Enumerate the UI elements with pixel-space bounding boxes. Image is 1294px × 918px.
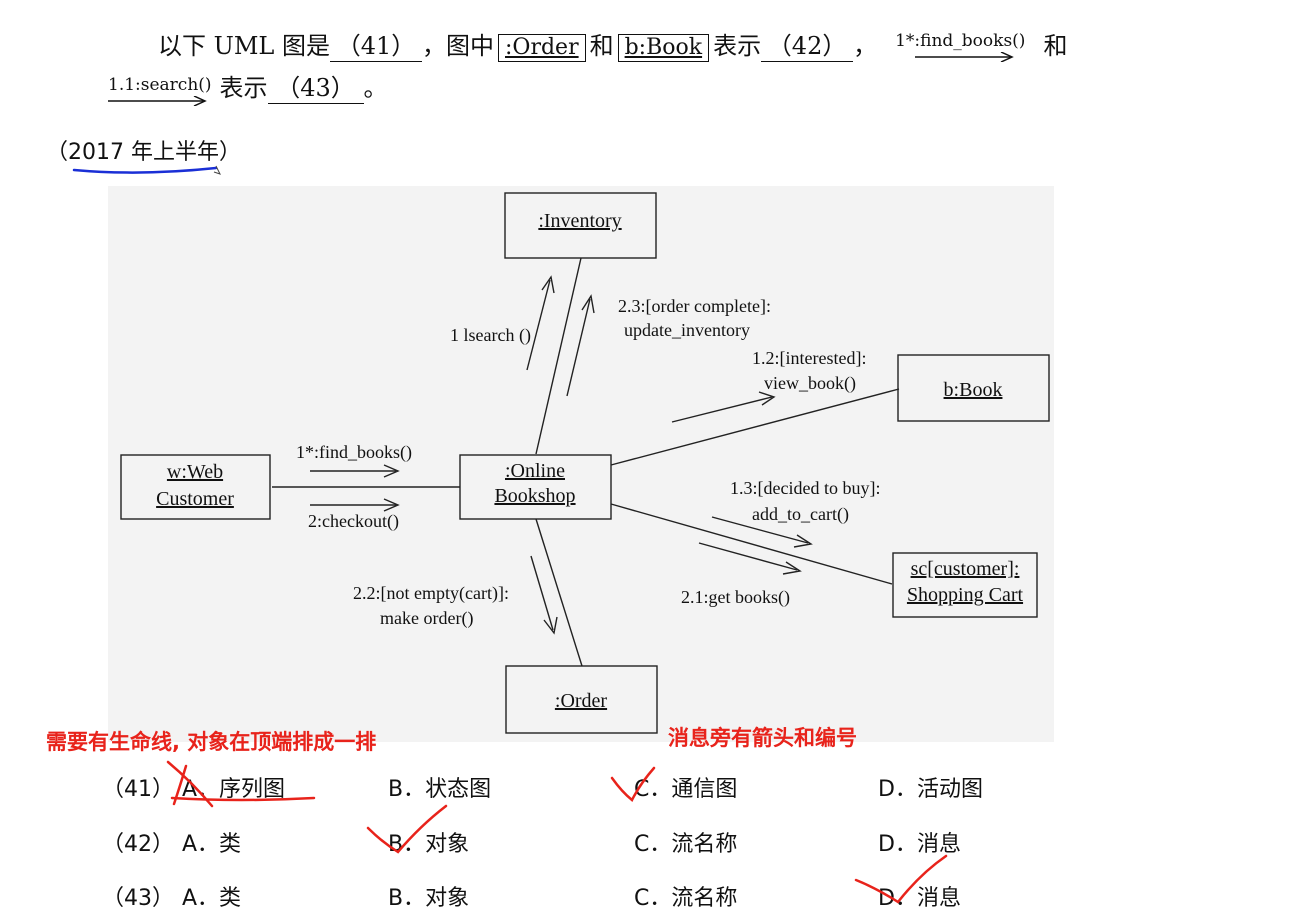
check-mark-icon xyxy=(854,854,948,904)
arrow-update-inventory xyxy=(566,294,595,397)
link-bookshop-cart xyxy=(610,503,893,585)
cart-label-1: sc[customer]: xyxy=(911,558,1020,580)
order-box xyxy=(505,665,658,734)
message-cart-label-2: add_to_cart() xyxy=(752,504,849,525)
question-line-2: 1.1:search() 表示（43）。 xyxy=(108,70,388,106)
question-text: 和 xyxy=(589,32,614,60)
message-view-label-1: 1.2:[interested]: xyxy=(752,348,866,368)
option-c: C．流名称 xyxy=(634,886,738,911)
diagram-canvas: :Inventory b:Book w:Web Customer :Online… xyxy=(120,192,1050,734)
message-search-label: 1 lsearch () xyxy=(450,325,531,346)
check-mark-icon xyxy=(610,766,656,802)
question-text: ，图中 xyxy=(422,32,494,60)
arrow-checkout xyxy=(310,498,400,512)
message-label: 1*:find_books() xyxy=(895,31,1026,51)
arrow-search xyxy=(526,275,555,371)
message-update-label-2: update_inventory xyxy=(624,320,750,340)
link-bookshop-inventory xyxy=(535,257,582,455)
link-bookshop-order xyxy=(535,518,583,667)
web-customer-box xyxy=(120,454,271,520)
arrow-right-icon xyxy=(915,52,1014,62)
message-get-books-label: 2.1:get books() xyxy=(681,587,790,608)
blank-42: （42） xyxy=(761,31,854,62)
option-num: （42） xyxy=(102,832,174,857)
question-text: ， xyxy=(853,32,878,60)
message-search-inline: 1.1:search() xyxy=(108,70,212,106)
link-bookshop-book xyxy=(610,388,900,466)
inventory-label: :Inventory xyxy=(538,210,621,232)
annotation-note-left: 需要有生命线, 对象在顶端排成一排 xyxy=(46,730,377,754)
option-c: C．流名称 xyxy=(634,832,738,857)
option-b: B．对象 xyxy=(388,886,470,911)
bookshop-label-2: Bookshop xyxy=(494,485,575,507)
blank-41: （41） xyxy=(330,31,422,62)
question-text: 以下 UML 图是 xyxy=(158,32,330,60)
option-b: B．对象 xyxy=(388,832,470,857)
message-find-books-inline: 1*:find_books() xyxy=(895,26,1026,62)
arrow-find-books xyxy=(310,464,400,478)
message-checkout-label: 2:checkout() xyxy=(308,511,399,532)
arrow-right-icon xyxy=(108,96,207,106)
option-a: A．序列图 xyxy=(182,777,286,802)
message-make-label-2: make order() xyxy=(380,608,473,629)
check-mark-icon xyxy=(366,804,448,854)
option-num: （41） xyxy=(102,777,174,802)
bookshop-label-1: :Online xyxy=(505,460,565,482)
year-label: （2017 年上半年） xyxy=(46,140,241,165)
message-find-books-label: 1*:find_books() xyxy=(296,442,412,463)
question-text: 和 xyxy=(1043,32,1068,60)
option-d: D．消息 xyxy=(878,832,961,857)
arrow-view-book xyxy=(671,391,776,423)
uml-communication-diagram: :Inventory b:Book w:Web Customer :Online… xyxy=(108,186,1054,742)
object-order-box: :Order xyxy=(498,34,586,62)
message-make-label-1: 2.2:[not empty(cart)]: xyxy=(353,583,509,604)
option-a: A．类 xyxy=(182,832,242,857)
blue-underline-mark xyxy=(72,165,221,175)
bookshop-box xyxy=(459,454,612,520)
option-b: B．状态图 xyxy=(388,777,492,802)
web-customer-label-1: w:Web xyxy=(167,461,223,483)
arrow-get-books xyxy=(698,542,802,575)
order-label: :Order xyxy=(555,690,608,712)
web-customer-label-2: Customer xyxy=(156,488,234,510)
blank-43: （43） xyxy=(267,73,364,104)
option-a: A．类 xyxy=(182,886,242,911)
option-num: （43） xyxy=(102,886,174,911)
option-c: C．通信图 xyxy=(634,777,738,802)
message-label: 1.1:search() xyxy=(108,75,212,95)
question-text: 表示 xyxy=(713,32,762,60)
book-box xyxy=(897,354,1050,422)
message-update-label-1: 2.3:[order complete]: xyxy=(618,296,771,316)
cart-label-2: Shopping Cart xyxy=(907,584,1024,606)
annotation-note-right: 消息旁有箭头和编号 xyxy=(668,726,857,750)
message-cart-label-1: 1.3:[decided to buy]: xyxy=(730,478,880,498)
option-d: D．活动图 xyxy=(878,777,983,802)
book-label: b:Book xyxy=(944,379,1003,401)
object-book-box: b:Book xyxy=(617,34,710,62)
cart-box xyxy=(892,552,1038,618)
inventory-box xyxy=(504,192,657,259)
arrow-make-order xyxy=(530,555,558,635)
question-text: 表示 xyxy=(219,74,268,102)
message-view-label-2: view_book() xyxy=(764,373,856,394)
cross-mark-icon xyxy=(166,760,316,808)
question-text: 。 xyxy=(363,74,388,102)
arrow-add-to-cart xyxy=(711,516,813,548)
